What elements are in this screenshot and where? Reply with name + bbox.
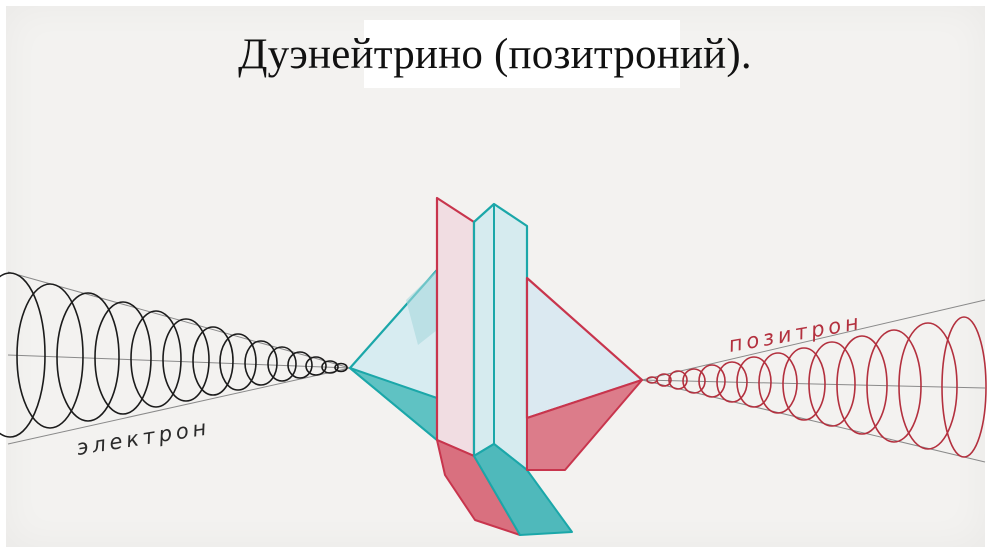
teal-vertical-panel [474, 204, 527, 470]
electron-guide-lines [8, 272, 350, 444]
central-prism-structure [350, 198, 642, 535]
red-vertical-panel [437, 198, 474, 456]
electron-label: электрон [75, 415, 212, 460]
electron-loop [288, 352, 312, 378]
electron-loop [0, 273, 45, 437]
electron-loop [245, 341, 277, 385]
electron-axis [8, 355, 350, 368]
electron-coil [0, 273, 347, 437]
positron-axis [642, 380, 985, 388]
electron-loop [268, 347, 296, 381]
electron-loop [220, 334, 256, 390]
